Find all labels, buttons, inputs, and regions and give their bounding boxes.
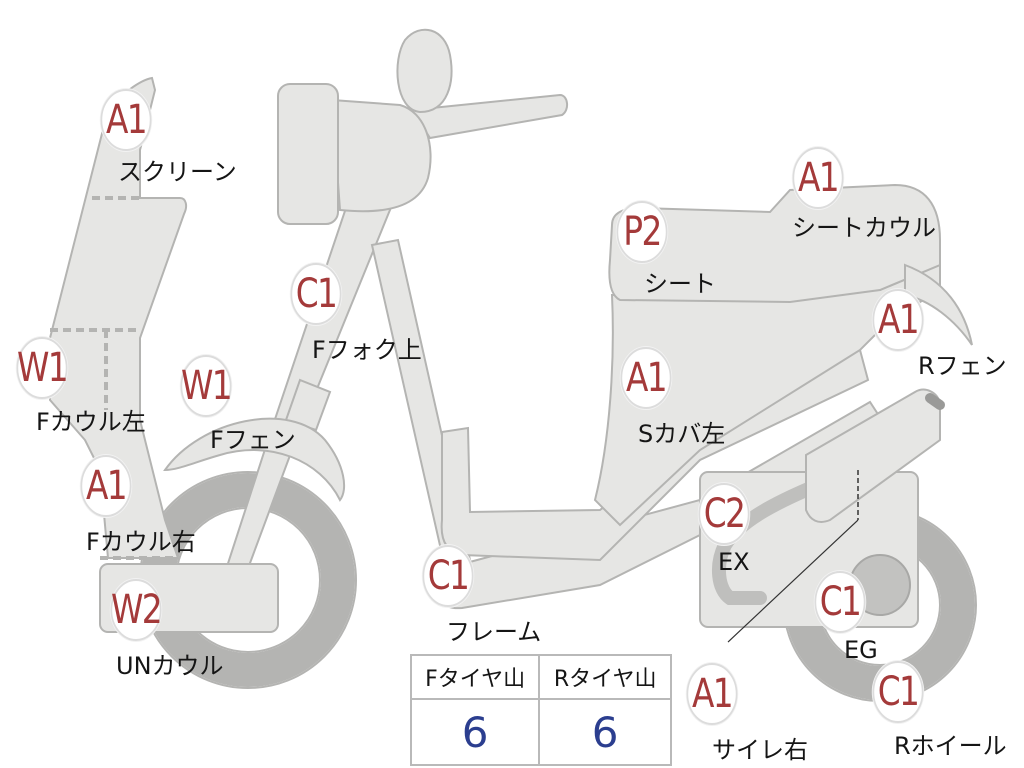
label-silencer-right: サイレ右	[712, 736, 808, 764]
label-engine: EG	[844, 636, 878, 664]
rear-tire-header: Rタイヤ山	[538, 654, 672, 700]
label-s-cover-left: Sカバ左	[638, 420, 726, 448]
label-f-cowl-right: Fカウル右	[86, 528, 196, 556]
label-f-fork-upper: Fフォク上	[312, 336, 422, 364]
badge-f-fender: W1	[180, 355, 233, 417]
label-f-fender: Fフェン	[210, 426, 296, 454]
headlight	[277, 83, 339, 225]
front-tire-value: 6	[409, 698, 541, 766]
badge-seat: P2	[616, 201, 668, 263]
headlight-cover	[330, 98, 432, 213]
badge-s-cover-left: A1	[620, 347, 672, 409]
label-seat: シート	[644, 270, 716, 298]
badge-f-cowl-right: A1	[80, 455, 132, 517]
label-un-cowl: UNカウル	[116, 652, 224, 680]
badge-r-wheel: C1	[872, 661, 924, 723]
badge-un-cowl: W2	[110, 579, 163, 641]
badge-f-fork-upper: C1	[290, 263, 342, 325]
mirror	[396, 28, 453, 114]
badge-engine: C1	[814, 571, 866, 633]
silencer	[805, 388, 941, 523]
label-r-wheel: Rホイール	[894, 732, 1007, 760]
label-r-fender: Rフェン	[918, 352, 1007, 380]
badge-f-cowl-left: W1	[16, 337, 69, 399]
fork-upper-cover	[284, 378, 332, 432]
rear-fender	[904, 263, 973, 346]
label-exhaust: EX	[718, 548, 750, 576]
badge-exhaust: C2	[698, 483, 750, 545]
rear-tire-value: 6	[538, 698, 672, 766]
label-screen: スクリーン	[118, 158, 237, 186]
label-frame: フレーム	[446, 618, 542, 646]
front-tire-header: Fタイヤ山	[409, 654, 541, 700]
badge-frame: C1	[422, 545, 474, 607]
front-fender	[163, 417, 346, 502]
badge-screen: A1	[100, 89, 152, 151]
label-seat-cowl: シートカウル	[792, 214, 936, 242]
tire-tread-table: Fタイヤ山 Rタイヤ山 6 6	[409, 654, 672, 766]
badge-seat-cowl: A1	[792, 147, 844, 209]
badge-r-fender: A1	[872, 289, 924, 351]
label-f-cowl-left: Fカウル左	[36, 408, 146, 436]
badge-silencer-right: A1	[686, 663, 738, 725]
handlebar	[410, 93, 568, 140]
